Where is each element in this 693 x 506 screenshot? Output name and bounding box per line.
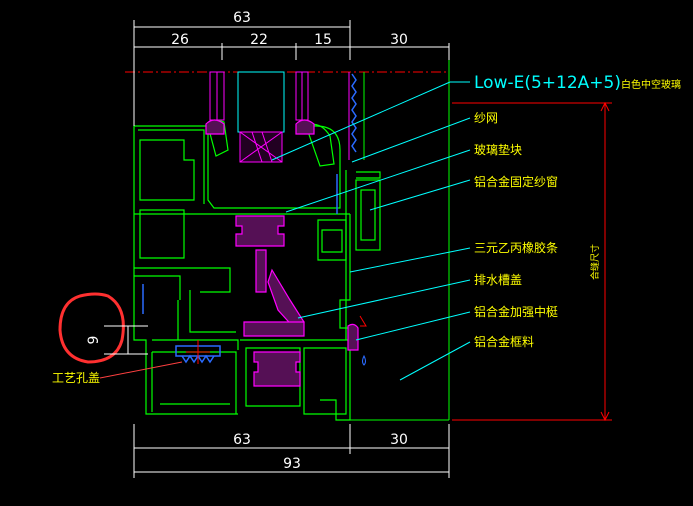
callout-screen: 纱网 — [474, 111, 498, 125]
top-dimensions — [133, 20, 450, 60]
fixed-screen-profile — [355, 171, 381, 251]
glass-unit — [209, 71, 309, 163]
bottom-dimensions — [133, 424, 450, 478]
dim-bottom-right: 30 — [390, 432, 408, 448]
aluminium-profile — [133, 120, 351, 421]
hole-cover-label: 工艺孔盖 — [52, 371, 100, 385]
callout-leaders — [271, 81, 471, 381]
drain-cap-part — [142, 174, 338, 364]
callout-frame: 铝合金框料 — [474, 334, 534, 349]
hole-dimension: 9 — [58, 292, 148, 364]
callout-glazing-bead: 玻璃垫块 — [474, 142, 522, 157]
callout-glass: Low-E(5+12A+5)白色中空玻璃 — [474, 73, 681, 93]
dim-bottom-inner: 63 — [233, 432, 251, 448]
vertical-dimension — [452, 101, 612, 422]
drip-icon — [362, 354, 366, 366]
dim-bottom-total: 93 — [283, 456, 301, 472]
hole-dim-value: 9 — [86, 336, 102, 345]
dim-top-seg-1: 26 — [171, 32, 189, 48]
callout-mullion: 铝合金加强中梃 — [474, 304, 558, 319]
right-frame-panel — [133, 60, 450, 421]
epdm-gaskets — [205, 119, 359, 387]
callout-epdm: 三元乙丙橡胶条 — [474, 240, 558, 255]
fly-screen — [348, 72, 365, 160]
dim-top-seg-4: 30 — [390, 32, 408, 48]
callout-drain-cap: 排水槽盖 — [474, 273, 522, 287]
dim-top-seg-2: 22 — [250, 32, 268, 48]
dim-top-total: 63 — [233, 10, 251, 26]
red-markers — [186, 315, 367, 364]
callout-fixed-screen: 铝合金固定纱窗 — [474, 174, 558, 189]
vertical-dim-label: 合缝尺寸 — [589, 244, 601, 280]
dim-top-seg-3: 15 — [314, 32, 332, 48]
hole-cover-leader — [99, 361, 183, 379]
